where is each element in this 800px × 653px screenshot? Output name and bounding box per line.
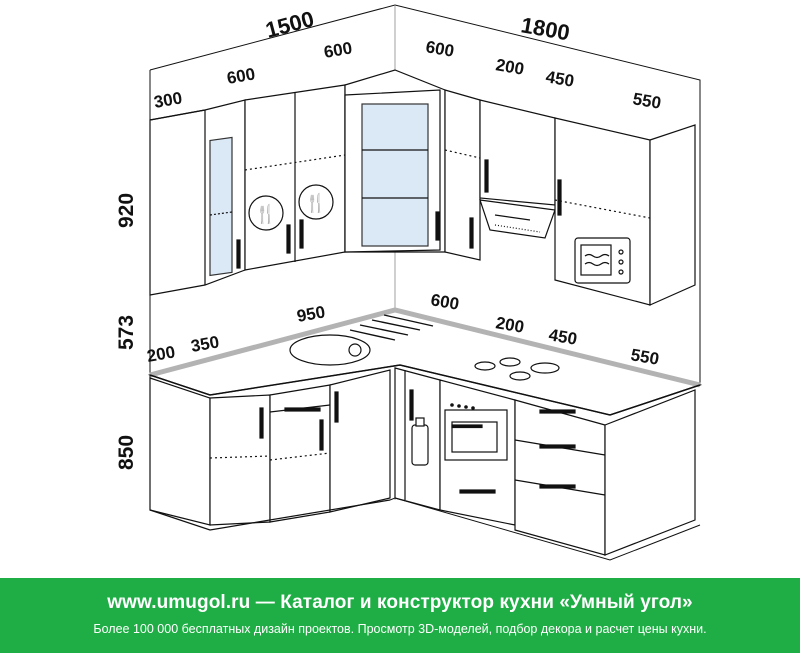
- dim-height-920: 920: [115, 193, 138, 228]
- dim-base-600: 600: [429, 290, 460, 314]
- upper-cabinet-600-left: 🍴 🍴: [244, 84, 346, 271]
- footer-subline: Более 100 000 бесплатных дизайн проектов…: [93, 622, 707, 636]
- base-cabinets-right: [394, 367, 696, 556]
- dimension-labels: 1500 1800 300 600 600 600 200 450 550 92…: [115, 6, 663, 470]
- dim-top-1500: 1500: [263, 6, 317, 43]
- dim-upper-300: 300: [152, 88, 183, 112]
- footer-banner: www.umugol.ru — Каталог и конструктор ку…: [0, 578, 800, 653]
- dim-base-550: 550: [629, 345, 660, 369]
- base-cabinets-left: [149, 369, 391, 531]
- dim-upper-600-b: 600: [322, 38, 353, 62]
- upper-cabinet-450-hood: [479, 99, 556, 239]
- dim-base-200-right: 200: [494, 313, 525, 337]
- upper-cabinet-200: [444, 89, 481, 261]
- countertop: [147, 307, 703, 416]
- kitchen-drawing: 🍴 🍴: [115, 4, 703, 561]
- dim-upper-600-c: 600: [424, 37, 455, 61]
- footer-headline[interactable]: www.umugol.ru — Каталог и конструктор ку…: [107, 592, 693, 613]
- dim-upper-550: 550: [631, 89, 662, 113]
- dim-base-950: 950: [295, 302, 326, 326]
- upper-cabinet-glass-300: [149, 99, 246, 296]
- svg-text:🍴: 🍴: [255, 203, 277, 225]
- upper-cabinet-550-microwave: [554, 117, 696, 306]
- dim-height-573: 573: [115, 315, 138, 350]
- floor-line: [389, 497, 701, 561]
- dim-upper-200: 200: [494, 55, 525, 79]
- upper-corner-cabinet-glass: [344, 69, 446, 253]
- dim-upper-600-a: 600: [225, 64, 256, 88]
- dim-base-200: 200: [145, 342, 176, 366]
- dim-top-1800: 1800: [519, 12, 572, 45]
- svg-text:🍴: 🍴: [305, 192, 327, 214]
- dim-upper-450: 450: [544, 67, 575, 91]
- dim-height-850: 850: [115, 435, 138, 470]
- dim-base-350: 350: [189, 332, 220, 356]
- dim-base-450: 450: [547, 325, 578, 349]
